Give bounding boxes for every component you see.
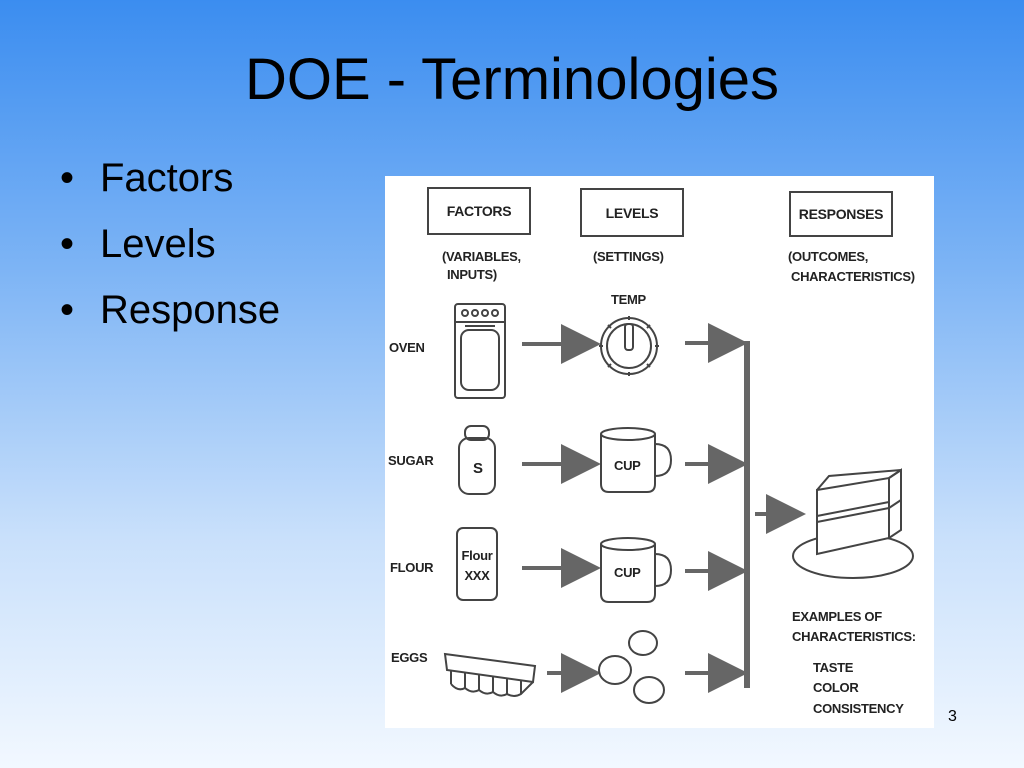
characteristic-item: TASTE (813, 660, 854, 675)
characteristic-item: CONSISTENCY (813, 701, 904, 716)
factors-subtitle-line2: INPUTS) (447, 267, 497, 282)
bullet-list: Factors Levels Response (58, 145, 280, 343)
sugar-jar-icon (458, 425, 496, 495)
row-label-flour: FLOUR (390, 560, 434, 575)
row-label-oven: OVEN (389, 340, 425, 355)
factor-arrows (522, 324, 601, 693)
flour-bag-label-line2: XXX (464, 568, 490, 583)
responses-subtitle-line1: (OUTCOMES, (788, 249, 869, 264)
responses-subtitle-line2: CHARACTERISTICS) (791, 269, 915, 284)
row-label-eggs: EGGS (391, 650, 428, 665)
bullet-item: Levels (58, 211, 280, 277)
cup-label: CUP (614, 565, 641, 580)
oven-icon (454, 303, 506, 399)
cake-icon (792, 468, 914, 579)
bullet-item: Response (58, 277, 280, 343)
characteristic-item: COLOR (813, 680, 859, 695)
doe-diagram: FACTORS LEVELS RESPONSES (VARIABLES, INP… (385, 176, 934, 728)
cup-label: CUP (614, 458, 641, 473)
characteristics-heading-line2: CHARACTERISTICS: (792, 629, 916, 644)
level-arrows (685, 323, 748, 693)
flour-bag-label-line1: Flour (461, 548, 493, 563)
levels-header: LEVELS (580, 188, 684, 237)
flour-bag-icon (456, 527, 498, 601)
sugar-jar-label: S (473, 460, 483, 477)
measuring-cup-icon (600, 427, 673, 493)
responses-header: RESPONSES (789, 191, 893, 237)
egg-carton-icon (443, 652, 537, 697)
eggs-icon (598, 630, 665, 704)
slide-title: DOE - Terminologies (244, 47, 779, 112)
characteristics-heading-line1: EXAMPLES OF (792, 609, 882, 624)
measuring-cup-icon (600, 537, 673, 603)
temp-label: TEMP (611, 292, 646, 307)
page-number: 3 (948, 708, 957, 725)
levels-subtitle: (SETTINGS) (593, 249, 664, 264)
factors-header: FACTORS (427, 187, 531, 235)
row-label-sugar: SUGAR (388, 453, 434, 468)
diagram-graphics (443, 303, 914, 704)
factors-subtitle-line1: (VARIABLES, (442, 249, 521, 264)
temperature-dial-icon (599, 316, 659, 376)
bullet-item: Factors (58, 145, 280, 211)
